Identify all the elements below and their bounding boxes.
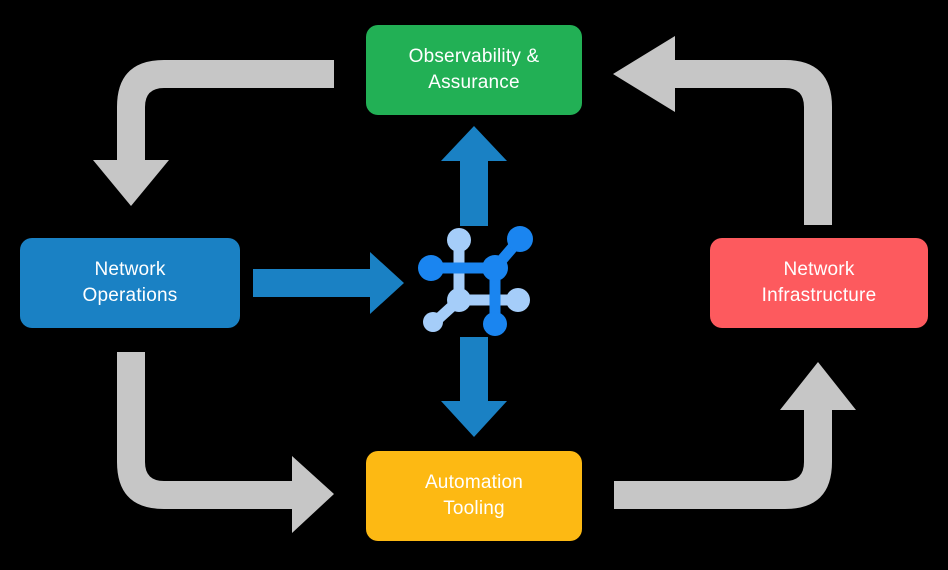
- gray-elbow-arrow-bottom-right: [614, 362, 856, 509]
- gray-elbow-arrow-top-right: [613, 36, 832, 225]
- gray-elbow-arrow-bottom-left: [117, 352, 334, 533]
- network-topology-icon: [418, 226, 533, 336]
- node-observability-assurance[interactable]: Observability & Assurance: [366, 25, 582, 115]
- blue-arrow-up: [441, 126, 507, 226]
- blue-arrow-down: [441, 337, 507, 437]
- node-automation-tooling[interactable]: Automation Tooling: [366, 451, 582, 541]
- node-network-operations[interactable]: Network Operations: [20, 238, 240, 328]
- blue-arrow-right: [253, 252, 404, 314]
- node-network-infrastructure[interactable]: Network Infrastructure: [710, 238, 928, 328]
- gray-elbow-arrow-top-left: [93, 60, 334, 206]
